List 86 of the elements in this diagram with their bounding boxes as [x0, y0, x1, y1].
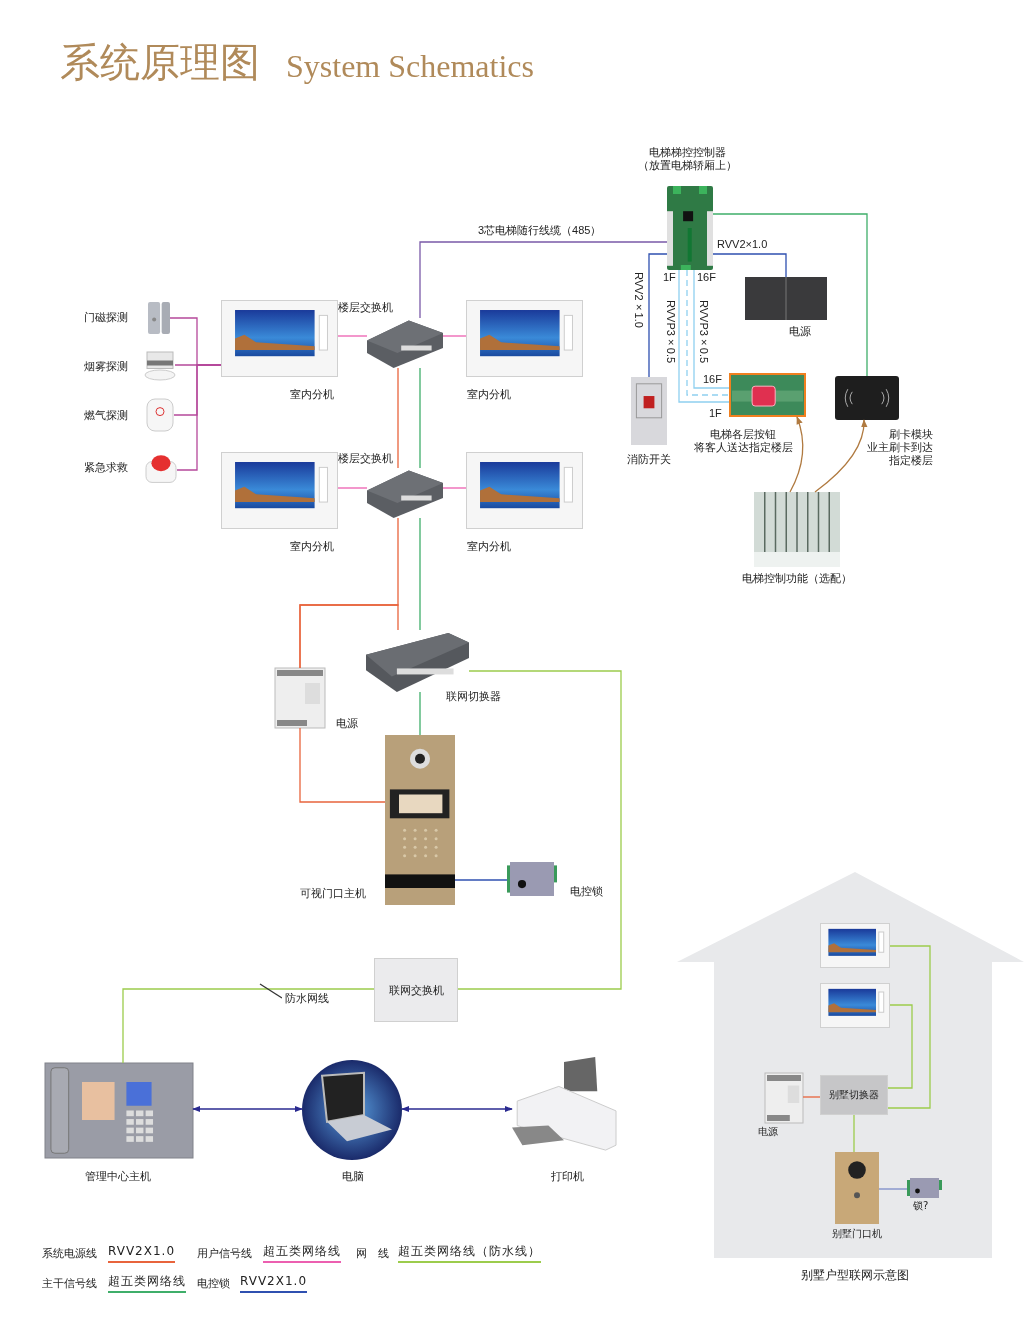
- connector-line: [419, 691, 421, 736]
- connector-line: [678, 269, 730, 403]
- arrow: [789, 416, 804, 493]
- floor-label: 16F: [703, 373, 722, 386]
- legend-text: 超五类网络线: [108, 1275, 186, 1288]
- connector-line: [712, 213, 868, 377]
- callout-label: 防水网线: [282, 992, 332, 1006]
- connector-line: [176, 364, 222, 471]
- device-label: 楼层交换机: [337, 452, 393, 465]
- legend-text: RVV2X1.0: [240, 1275, 308, 1288]
- device-label: 别墅户型联网示意图: [800, 1268, 910, 1283]
- device-label: 烟雾探测: [83, 360, 128, 373]
- device-label: 室内分机: [289, 540, 335, 553]
- connector-line: [419, 367, 421, 469]
- switch-box: [374, 958, 458, 1022]
- leader-line: [259, 983, 283, 999]
- device-label: 电梯各层按钮: [709, 428, 777, 441]
- connector-line: [299, 727, 386, 803]
- legend-text: 超五类网络线: [263, 1245, 341, 1258]
- connector-line: [887, 1004, 913, 1089]
- connector-line: [419, 241, 668, 319]
- floor-label: 1F: [709, 407, 722, 420]
- device-label: （放置电梯轿厢上）: [636, 159, 738, 172]
- box-label: 别墅切换器: [829, 1088, 879, 1102]
- cable-type-label: 电控锁: [197, 1277, 230, 1290]
- edge-label: RVV2×1.0: [632, 272, 645, 328]
- arrow: [814, 419, 867, 493]
- device-label: 紧急求救: [83, 461, 128, 474]
- arrow: [401, 1105, 513, 1113]
- device-label: 可视门口主机: [299, 887, 366, 900]
- connector-line: [419, 517, 421, 631]
- device-label: 打印机: [549, 1170, 585, 1183]
- box-label: 联网交换机: [388, 982, 444, 998]
- device-label: 室内分机: [289, 388, 335, 401]
- device-label: 联网切换器: [446, 690, 502, 703]
- page-title: 系统原理图: [60, 38, 260, 87]
- connector-line: [122, 988, 375, 1064]
- connector-line: [457, 670, 622, 990]
- connector-line: [442, 487, 467, 489]
- connector-line: [693, 269, 730, 389]
- device-label: 刷卡模块: [888, 428, 933, 441]
- legend-text: 超五类网络线（防水线）: [398, 1245, 541, 1258]
- device-label: 燃气探测: [83, 409, 128, 422]
- device-label: 室内分机: [466, 540, 512, 553]
- device-label: 别墅门口机: [831, 1227, 883, 1240]
- connector-line: [802, 1096, 821, 1098]
- device-label: 管理中心主机: [84, 1170, 152, 1183]
- subtitle: System Schematics: [286, 47, 534, 86]
- connector-line: [397, 367, 399, 469]
- device-label: 将客人送达指定楼层: [692, 441, 794, 454]
- cable-type-label: 用户信号线: [197, 1247, 252, 1260]
- device-label: 消防开关: [626, 453, 672, 466]
- edge-label: RVVP3×0.5: [697, 300, 710, 364]
- connector-line: [442, 335, 467, 337]
- device-label: 电脑: [341, 1170, 365, 1183]
- device-label: 电控锁: [570, 885, 604, 898]
- connector-line: [648, 253, 668, 378]
- connector-line: [686, 269, 730, 396]
- edge-label: RVV2×1.0: [717, 238, 768, 251]
- connector-line: [299, 604, 399, 669]
- legend-text: RVV2X1.0: [108, 1245, 176, 1258]
- device-label: 电源: [788, 325, 812, 338]
- arrow: [192, 1105, 303, 1113]
- floor-label: 1F: [663, 271, 676, 284]
- connector-line: [853, 1114, 855, 1153]
- cable-type-label: 系统电源线: [42, 1247, 97, 1260]
- floor-label: 16F: [697, 271, 716, 284]
- connector-line: [712, 253, 787, 278]
- cable-type-label: 主干信号线: [42, 1277, 97, 1290]
- switch-box: [820, 1075, 888, 1115]
- device-label: 楼层交换机: [337, 301, 393, 314]
- connector-line: [454, 879, 508, 881]
- connector-line: [337, 487, 368, 489]
- cable-type-label: 网 线: [356, 1247, 390, 1260]
- connector-line: [887, 945, 931, 1109]
- edge-label: RVVP3×0.5: [664, 300, 677, 364]
- device-label: 业主刷卡到达指定楼层: [866, 441, 933, 467]
- device-label: 电源: [758, 1125, 779, 1138]
- device-label: 电梯梯控控制器: [647, 146, 727, 159]
- device-label: 室内分机: [466, 388, 512, 401]
- device-label: 锁?: [913, 1199, 930, 1212]
- connector-line: [337, 335, 368, 337]
- device-label: 电梯控制功能（选配）: [741, 572, 853, 585]
- device-label: 电源: [336, 717, 359, 730]
- connector-line: [878, 1188, 908, 1190]
- device-label: 门磁探测: [83, 311, 128, 324]
